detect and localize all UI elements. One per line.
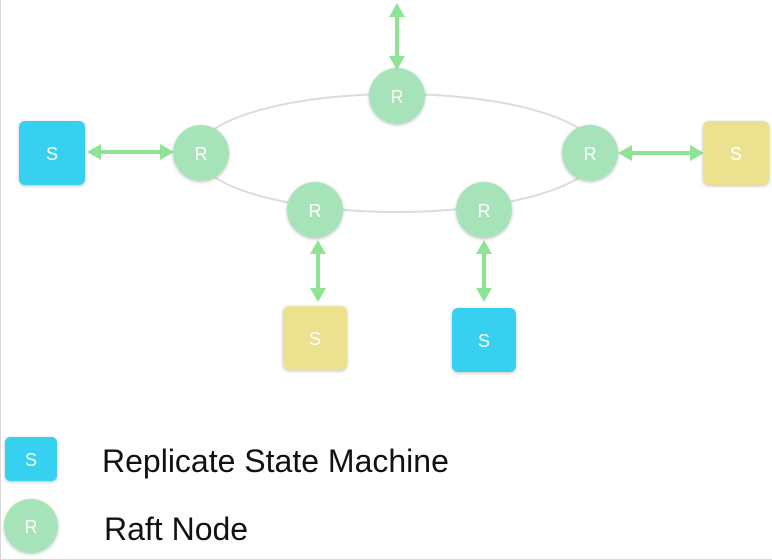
- state-machine-label: S: [25, 450, 37, 470]
- raft-node-left: R: [173, 125, 229, 181]
- state-machine-left: S: [19, 121, 85, 185]
- state-machine-bottom-left: S: [283, 306, 347, 370]
- raft-node-label: R: [309, 201, 322, 221]
- arrow-right: [618, 145, 704, 161]
- arrow-left: [87, 144, 174, 160]
- arrow-top: [389, 3, 405, 70]
- legend-raft-node-label: Raft Node: [104, 511, 248, 547]
- raft-node-bottom-right: R: [456, 182, 512, 238]
- legend-state-machine-label: Replicate State Machine: [102, 443, 449, 479]
- raft-node-top: R: [369, 68, 425, 124]
- raft-node-label: R: [478, 201, 491, 221]
- legend: S Replicate State Machine R Raft Node: [4, 437, 449, 553]
- state-machine-label: S: [478, 331, 490, 351]
- legend-state-machine-swatch: S: [5, 437, 57, 481]
- raft-node-label: R: [584, 144, 597, 164]
- arrow-bottom-left: [310, 240, 326, 302]
- state-machine-label: S: [730, 144, 742, 164]
- arrow-bottom-right: [476, 240, 492, 302]
- raft-node-label: R: [25, 517, 38, 537]
- arrows: [87, 3, 704, 302]
- state-machine-label: S: [309, 329, 321, 349]
- state-machine-bottom-right: S: [452, 308, 516, 372]
- raft-node-label: R: [391, 87, 404, 107]
- raft-node-right: R: [562, 125, 618, 181]
- raft-node-bottom-left: R: [287, 182, 343, 238]
- raft-node-label: R: [195, 144, 208, 164]
- state-machine-label: S: [46, 144, 58, 164]
- state-machine-right: S: [703, 121, 769, 185]
- legend-raft-node-swatch: R: [4, 499, 58, 553]
